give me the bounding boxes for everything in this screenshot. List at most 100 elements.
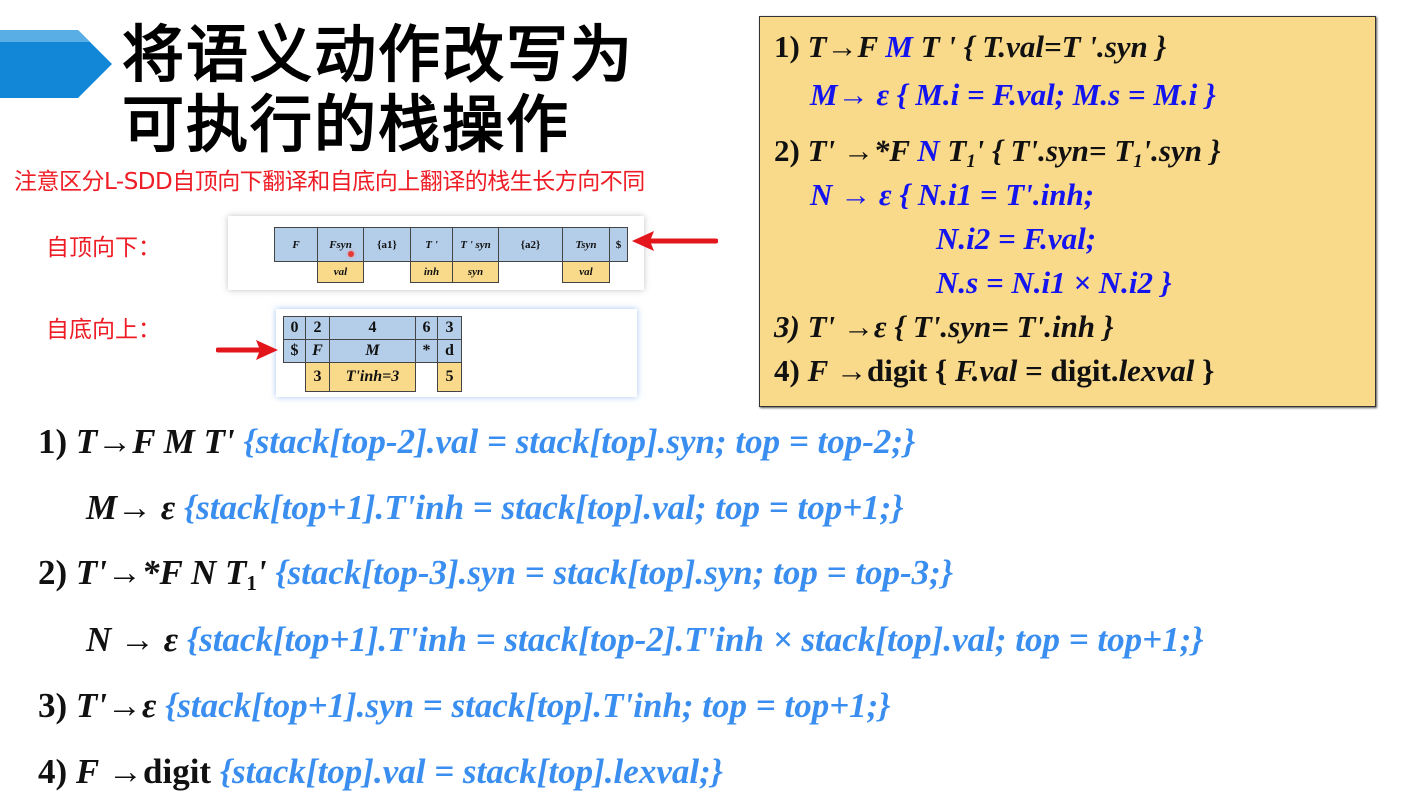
sdd-rule-1: 1) T→F M T ' { T.val=T '.syn } xyxy=(774,29,1166,65)
rule-head: F xyxy=(807,353,829,388)
rule-head: T→F xyxy=(807,29,886,64)
arrow-right-icon xyxy=(216,340,278,360)
rule-text: = digit. xyxy=(1017,353,1119,388)
sdd-rule-n-1: N → ε { N.i1 = T'.inh; xyxy=(810,177,1094,213)
rule-text: N.s = N.i1 × N.i2 } xyxy=(936,265,1172,300)
rule-number: 4) xyxy=(774,353,808,388)
value-cell: 5 xyxy=(437,362,462,392)
sdd-rule-4: 4) F →digit { F.val = digit.lexval } xyxy=(774,353,1214,389)
arrow-left-icon xyxy=(632,231,718,251)
value-cell: T'inh=3 xyxy=(329,362,416,392)
stack-cell: T ' syn xyxy=(452,227,499,262)
rule-symbol: T xyxy=(939,133,967,168)
title-line-1: 将语义动作改写为 xyxy=(122,18,635,91)
rule-text: M→ ε { M.i = F.val; M.s = M.i } xyxy=(810,77,1216,112)
rule-number: 1) xyxy=(774,29,808,64)
symbol-cell: M xyxy=(329,339,416,363)
rule-action: T ' { T.val=T '.syn } xyxy=(912,29,1167,64)
stack-cell: {a2} xyxy=(498,227,563,262)
page-title: 将语义动作改写为 可执行的栈操作 xyxy=(122,20,634,160)
rule-number: 2) xyxy=(774,133,808,168)
value-cell-empty xyxy=(416,363,438,392)
attr-cell-empty xyxy=(499,262,563,283)
stack-action: {stack[top-3].syn = stack[top].syn; top … xyxy=(266,553,954,592)
stack-action: {stack[top].val = stack[top].lexval;} xyxy=(211,752,723,791)
rule-number: 1) xyxy=(38,422,76,461)
state-cell: 3 xyxy=(437,316,462,340)
sdd-rule-m: M→ ε { M.i = F.val; M.s = M.i } xyxy=(810,77,1216,113)
subscript: 1 xyxy=(966,151,976,172)
symbol-cell: F xyxy=(305,339,330,363)
subscript: 1 xyxy=(1133,151,1143,172)
value-cell: 3 xyxy=(305,362,330,392)
production: T'→ε xyxy=(75,686,157,725)
rule-text: N.i2 = F.val; xyxy=(936,221,1097,256)
state-cell: 6 xyxy=(415,316,438,340)
production: M→ ε xyxy=(86,488,176,527)
rule-text: lexval xyxy=(1118,353,1195,388)
marker-n: N xyxy=(917,133,940,168)
sdd-rule-n-3: N.s = N.i1 × N.i2 } xyxy=(936,265,1172,301)
sdd-rule-n-2: N.i2 = F.val; xyxy=(936,221,1096,257)
action-rule-n: N → ε {stack[top+1].T'inh = stack[top-2]… xyxy=(86,620,1203,660)
state-cell: 2 xyxy=(305,316,330,340)
top-down-label: 自顶向下： xyxy=(46,235,161,261)
title-line-2: 可执行的栈操作 xyxy=(122,88,571,161)
symbol-cell: * xyxy=(415,339,438,363)
rule-head: T' →*F xyxy=(807,133,918,168)
stack-cell: {a1} xyxy=(363,227,411,262)
marker-m: M xyxy=(885,29,913,64)
cursor-dot-icon xyxy=(348,251,354,257)
symbol-cell: d xyxy=(437,339,462,363)
rule-text: →digit { xyxy=(828,353,956,388)
top-down-stack-table: F Fsyn {a1} T ' T ' syn {a2} Tsyn $ val … xyxy=(274,227,628,283)
action-rule-4: 4) F →digit {stack[top].val = stack[top]… xyxy=(38,752,723,792)
note-text: 注意区分L-SDD自顶向下翻译和自底向上翻译的栈生长方向不同 xyxy=(14,169,645,195)
symbol-cell: $ xyxy=(283,339,306,363)
stack-cell: Tsyn xyxy=(562,227,610,262)
stack-cell: F xyxy=(274,227,318,262)
rule-text: F.val xyxy=(955,353,1018,388)
action-rule-3: 3) T'→ε {stack[top+1].syn = stack[top].T… xyxy=(38,686,891,726)
state-cell: 0 xyxy=(283,316,306,340)
sdd-rule-3: 3) T' →ε { T'.syn= T'.inh } xyxy=(774,309,1114,345)
rule-number: 2) xyxy=(38,553,76,592)
rule-text: } xyxy=(1194,353,1215,388)
attr-cell: syn xyxy=(452,261,499,283)
state-cell: 4 xyxy=(329,316,416,340)
stack-action: {stack[top+1].syn = stack[top].T'inh; to… xyxy=(156,686,891,725)
rule-action: ' { T'.syn= T xyxy=(975,133,1134,168)
production: T'→*F N T xyxy=(75,553,247,592)
production: ' xyxy=(256,553,267,592)
attr-cell-empty xyxy=(364,262,411,283)
stack-action: {stack[top-2].val = stack[top].syn; top … xyxy=(234,422,916,461)
rule-text: N → ε { N.i1 = T'.inh; xyxy=(810,177,1095,212)
value-cell-empty xyxy=(284,363,306,392)
rule-text: 3) T' →ε { T'.syn= T'.inh } xyxy=(774,309,1114,344)
bottom-up-stack-table: 0 2 4 6 3 $ F M * d 3 T'inh=3 5 xyxy=(283,316,462,392)
attr-cell-empty xyxy=(610,262,628,283)
rule-number: 3) xyxy=(38,686,76,725)
stack-action: {stack[top+1].T'inh = stack[top-2].T'inh… xyxy=(178,620,1204,659)
production: T→F M T' xyxy=(75,422,235,461)
attr-cell: inh xyxy=(410,261,453,283)
production: →digit xyxy=(99,752,212,791)
stack-action: {stack[top+1].T'inh = stack[top].val; to… xyxy=(175,488,904,527)
stack-cell: $ xyxy=(609,227,628,262)
action-rule-1: 1) T→F M T' {stack[top-2].val = stack[to… xyxy=(38,422,915,462)
production: F xyxy=(75,752,100,791)
attr-cell-empty xyxy=(275,262,318,283)
l-sdd-rules-box: 1) T→F M T ' { T.val=T '.syn } M→ ε { M.… xyxy=(759,16,1376,407)
production: N → ε xyxy=(86,620,179,659)
title-arrow-icon xyxy=(0,30,112,98)
attr-cell: val xyxy=(317,261,364,283)
rule-action: '.syn } xyxy=(1142,133,1221,168)
rule-number: 4) xyxy=(38,752,76,791)
subscript: 1 xyxy=(246,571,257,595)
attr-cell: val xyxy=(562,261,610,283)
action-rule-m: M→ ε {stack[top+1].T'inh = stack[top].va… xyxy=(86,488,903,528)
stack-cell: Fsyn xyxy=(317,227,364,262)
stack-cell: T ' xyxy=(410,227,453,262)
bottom-up-label: 自底向上： xyxy=(46,317,161,343)
sdd-rule-2: 2) T' →*F N T1' { T'.syn= T1'.syn } xyxy=(774,133,1221,173)
